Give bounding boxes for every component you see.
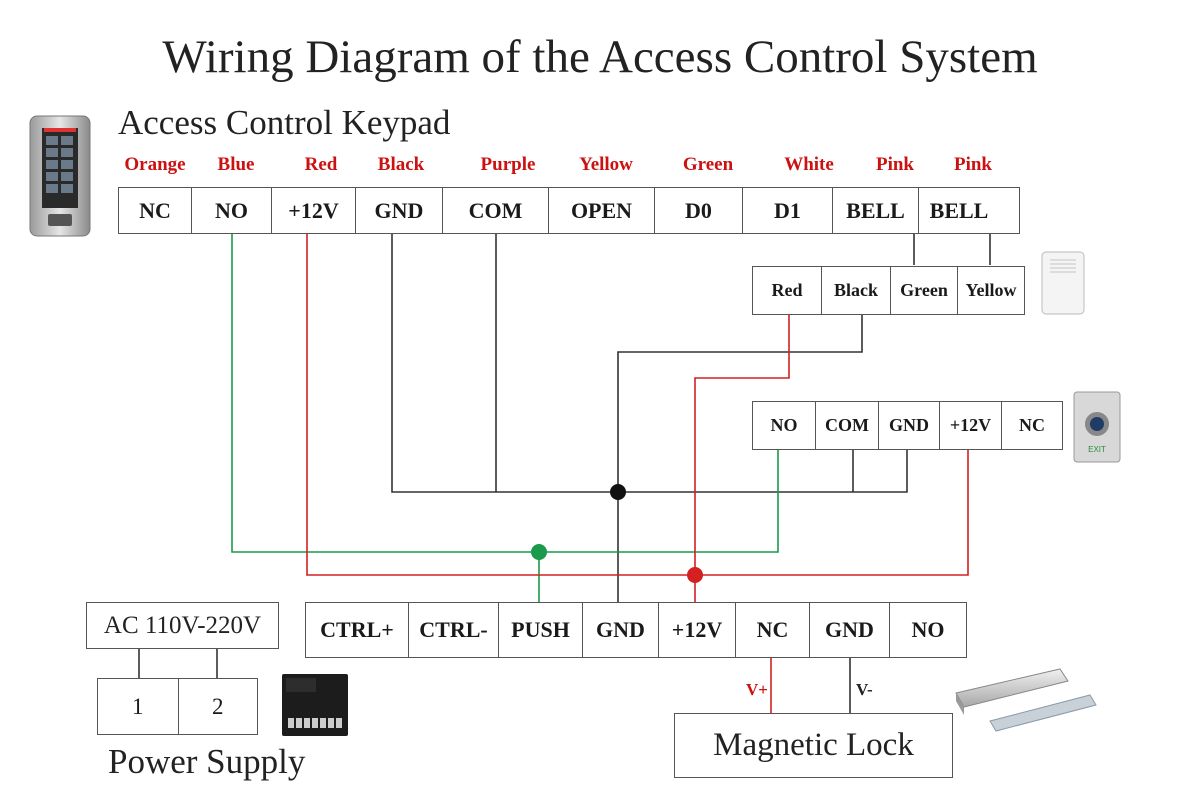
push-junction	[531, 544, 547, 560]
keypad-terminal-strip: NC NO +12V GND COM OPEN D0 D1 BELL BELL	[118, 187, 1020, 234]
wire-color-label: Green	[682, 154, 734, 175]
diagram-title: Wiring Diagram of the Access Control Sys…	[162, 31, 1038, 83]
keypad-label: Access Control Keypad	[118, 103, 451, 142]
doorbell-terminal: Black	[822, 267, 891, 314]
v-minus-label: V-	[856, 680, 873, 699]
wire-color-label: Black	[377, 154, 425, 175]
doorbell-terminal-strip: Red Black Green Yellow	[752, 266, 1025, 315]
gnd-wire	[391, 233, 908, 493]
doorbell-terminal: Red	[753, 267, 822, 314]
controller-terminal: CTRL-	[409, 603, 499, 657]
wire-color-label: Blue	[217, 154, 255, 175]
wire-color-label: Pink	[875, 154, 915, 175]
keypad-terminal: +12V	[272, 188, 356, 233]
exit-terminal: GND	[879, 402, 940, 449]
exit-terminal: COM	[816, 402, 879, 449]
exit-terminal: NO	[753, 402, 816, 449]
power-junction	[687, 567, 703, 583]
exit-icon-text: EXIT	[1088, 445, 1106, 454]
ac-input-box: AC 110V-220V	[86, 602, 279, 649]
keypad-terminal: COM	[443, 188, 549, 233]
red-wire	[306, 233, 969, 576]
wire-color-label: Yellow	[579, 154, 633, 175]
controller-terminal-strip: CTRL+ CTRL- PUSH GND +12V NC GND NO	[305, 602, 967, 658]
power-supply-terminal-strip: 1 2	[97, 678, 258, 735]
v-plus-label: V+	[746, 680, 768, 699]
doorbell-device-icon	[1041, 251, 1085, 315]
doorbell-terminal: Green	[891, 267, 958, 314]
keypad-terminal: D0	[655, 188, 743, 233]
power-terminal: 2	[212, 693, 224, 719]
wire-color-label: Pink	[953, 154, 993, 175]
controller-terminal: CTRL+	[306, 603, 409, 657]
wire-color-label: Red	[304, 154, 338, 175]
keypad-terminal: D1	[743, 188, 833, 233]
wire-color-label: Orange	[124, 154, 186, 175]
keypad-terminal: OPEN	[549, 188, 655, 233]
power-terminal: 1	[98, 679, 179, 734]
controller-terminal: NC	[736, 603, 810, 657]
controller-terminal: GND	[583, 603, 659, 657]
green-wire	[231, 233, 779, 553]
magnetic-lock-box: Magnetic Lock	[674, 713, 953, 778]
bell-black-wire	[617, 315, 863, 602]
controller-terminal: +12V	[659, 603, 736, 657]
controller-terminal: GND	[810, 603, 890, 657]
exit-terminal: +12V	[940, 402, 1002, 449]
wire-color-label: Purple	[480, 154, 536, 175]
controller-terminal: PUSH	[499, 603, 583, 657]
exit-terminal: NC	[1019, 415, 1045, 435]
power-supply-device-icon	[282, 674, 348, 736]
magnetic-lock-device-icon	[955, 668, 1097, 732]
controller-terminal: NO	[911, 617, 945, 642]
keypad-terminal: BELL	[833, 188, 919, 233]
keypad-terminal: NO	[192, 188, 272, 233]
keypad-terminal: NC	[119, 188, 192, 233]
power-supply-label: Power Supply	[108, 742, 306, 781]
keypad-terminal: GND	[356, 188, 443, 233]
red-bell-wire	[694, 315, 790, 602]
wire-color-label: White	[784, 154, 834, 175]
keypad-terminal: BELL	[929, 197, 989, 223]
exit-button-terminal-strip: NO COM GND +12V NC	[752, 401, 1063, 450]
keypad-device-icon	[29, 115, 91, 237]
exit-button-device-icon: EXIT	[1073, 391, 1121, 463]
doorbell-terminal: Yellow	[965, 280, 1017, 300]
gnd-junction	[610, 484, 626, 500]
